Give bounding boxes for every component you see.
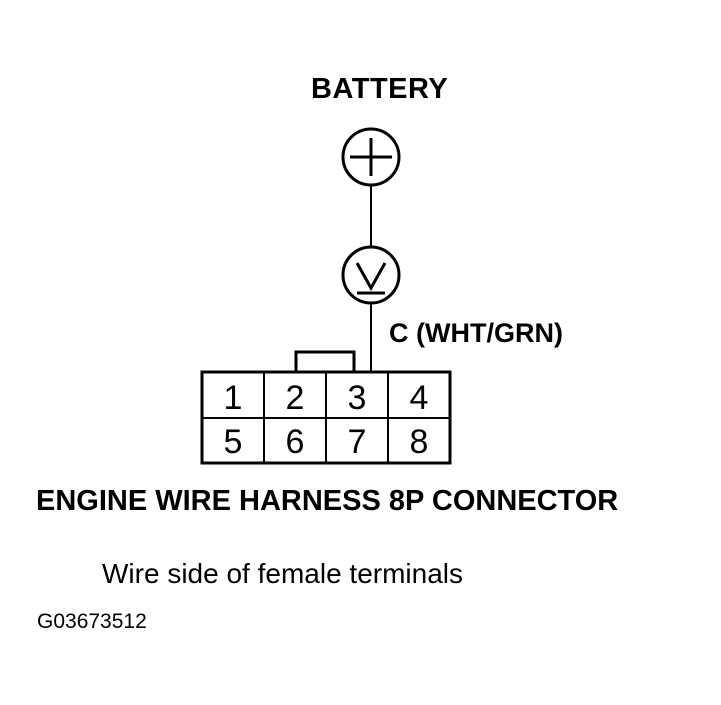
voltmeter-icon (341, 245, 401, 305)
wire-color-label: C (WHT/GRN) (389, 318, 563, 348)
pin-8: 8 (410, 423, 429, 461)
pin-3: 3 (348, 379, 367, 417)
figure-id: G03673512 (37, 610, 147, 633)
pin-7: 7 (348, 423, 367, 461)
battery-label: BATTERY (311, 73, 449, 105)
connector-title: ENGINE WIRE HARNESS 8P CONNECTOR (36, 485, 619, 517)
pin-1: 1 (224, 379, 243, 417)
battery-positive-icon (341, 127, 401, 187)
pin-5: 5 (224, 423, 243, 461)
terminal-side-note: Wire side of female terminals (102, 558, 464, 589)
pin-6: 6 (286, 423, 305, 461)
pin-2: 2 (286, 379, 305, 417)
connector-grid (202, 372, 450, 463)
pin-4: 4 (410, 379, 429, 417)
connector-8p: 1 2 3 4 5 6 7 8 (200, 350, 452, 465)
connector-latch (294, 350, 356, 374)
